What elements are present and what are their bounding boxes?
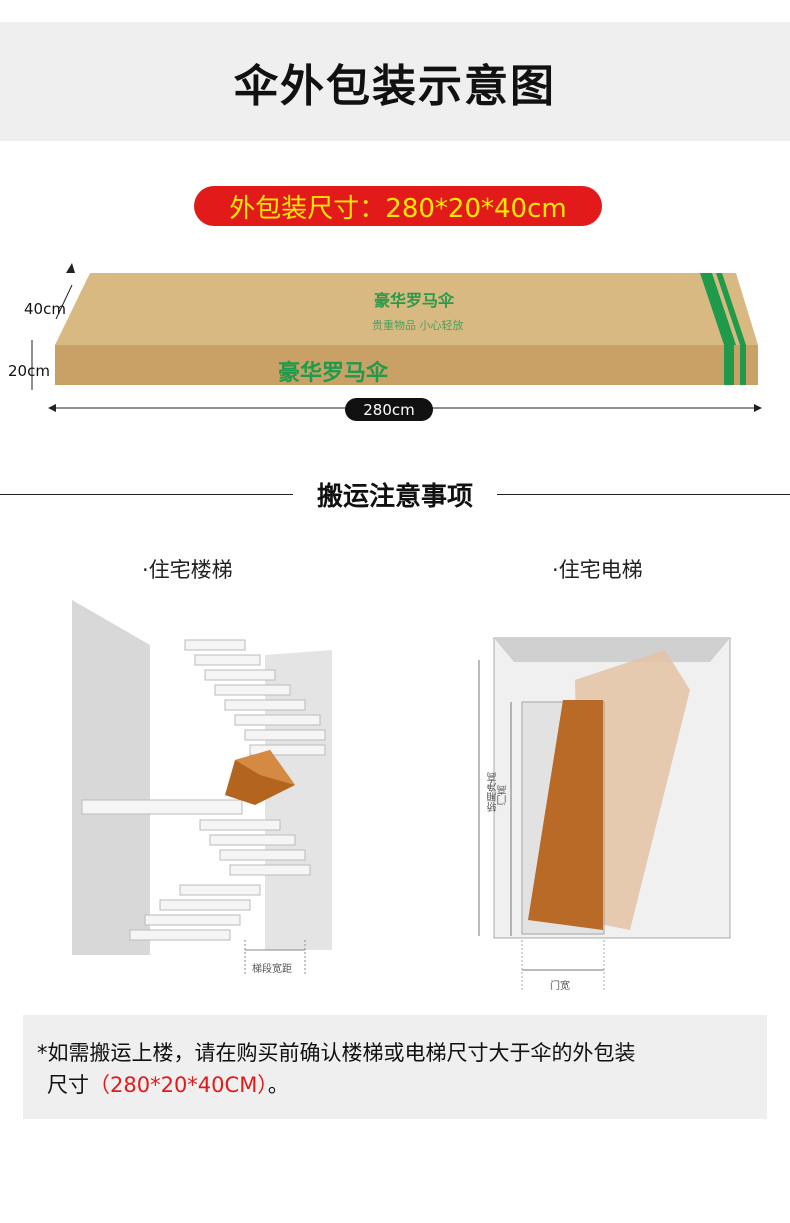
depth-label: 40cm: [24, 300, 66, 318]
elevator-illustration: [478, 637, 731, 990]
section-title: 搬运注意事项: [317, 481, 474, 512]
note-suffix: 。: [267, 1073, 289, 1097]
package-box-illustration: [31, 263, 762, 412]
box-slogan: 贵重物品 小心轻放: [372, 319, 464, 332]
package-size-badge: 外包装尺寸：280*20*40cm: [194, 186, 602, 226]
door-width-label: 门宽: [550, 981, 570, 992]
divider: [497, 493, 790, 495]
divider: [0, 493, 293, 495]
note-line2: 尺寸（280*20*40CM）。: [37, 1069, 767, 1101]
length-label: 280cm: [345, 398, 433, 421]
box-top: [55, 273, 758, 345]
height-label: 20cm: [8, 362, 50, 380]
shipping-note: *如需搬运上楼，请在购买前确认楼梯或电梯尺寸大于伞的外包装 尺寸（280*20*…: [23, 1015, 767, 1119]
box-brand-top: 豪华罗马伞: [374, 291, 455, 310]
stair-width-label: 梯段宽距: [252, 964, 292, 975]
page-title: 伞外包装示意图: [0, 22, 790, 141]
stairs-illustration: [72, 600, 332, 975]
note-size-highlight: （280*20*40CM）: [89, 1073, 268, 1097]
stairs-title: ·住宅楼梯: [142, 558, 233, 582]
elevator-title: ·住宅电梯: [552, 558, 643, 582]
box-side: [55, 345, 758, 385]
section-header: 搬运注意事项: [0, 472, 790, 516]
box-brand-side: 豪华罗马伞: [278, 361, 389, 386]
door-height-label: 门高: [498, 785, 509, 805]
note-line1: *如需搬运上楼，请在购买前确认楼梯或电梯尺寸大于伞的外包装: [37, 1041, 636, 1065]
note-prefix: 尺寸: [47, 1073, 89, 1097]
